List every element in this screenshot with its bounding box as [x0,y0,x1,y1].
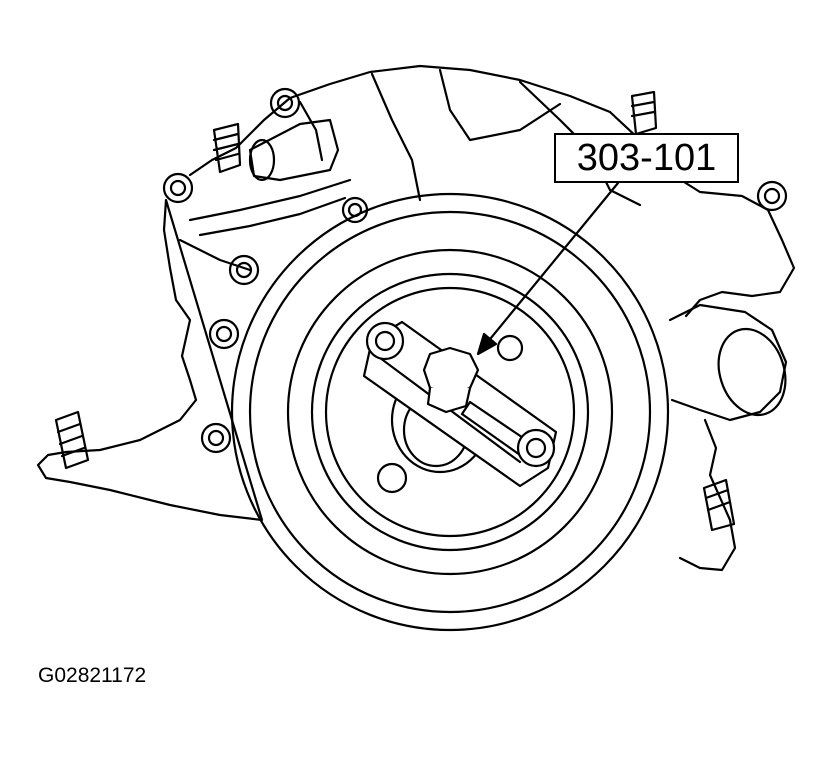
water-outlet-end [708,320,796,423]
cover-bolts [164,89,786,452]
heater-pipe [250,120,338,180]
water-outlet-pipe [670,305,786,420]
callout-leader-arrow [478,183,618,354]
tool-callout-label: 303-101 [554,133,739,183]
cover-studs [56,92,734,530]
figure-id: G02821172 [38,664,147,687]
holding-tool-303-101 [364,322,556,486]
heater-pipe-end [250,140,274,180]
cover-rib-lines [180,70,640,270]
front-cover-outline [38,66,794,570]
crankshaft-damper [232,194,668,630]
